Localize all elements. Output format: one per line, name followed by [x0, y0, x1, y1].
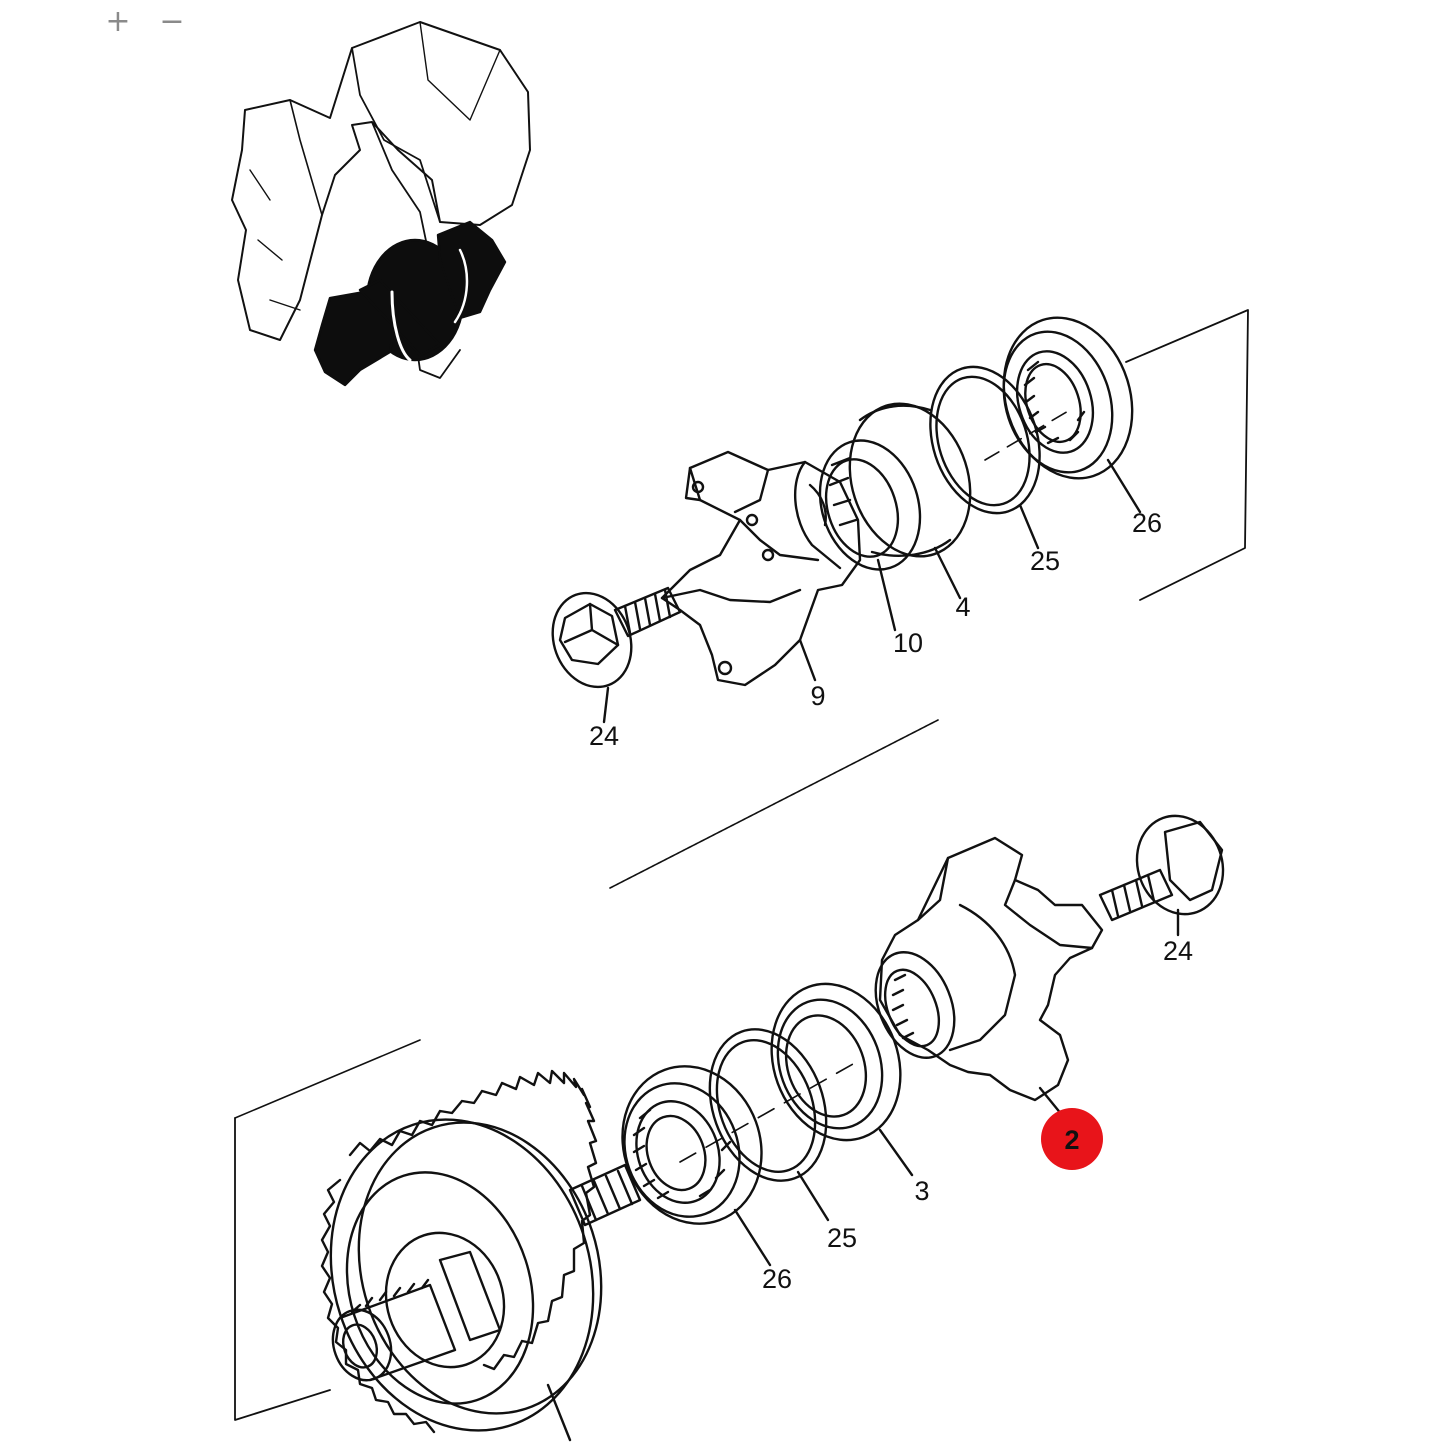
lower-assembly	[234, 814, 1225, 1442]
snap-ring-upper	[929, 365, 1041, 515]
flange-yoke-lower	[874, 836, 1104, 1102]
callout-snap-ring-upper[interactable]: 25	[1030, 546, 1060, 576]
zoom-in-button[interactable]: +	[105, 4, 131, 39]
hotspot-marker[interactable]	[1041, 1108, 1103, 1170]
hotspot-label: 2	[1064, 1125, 1079, 1155]
callout-flange-yoke-upper[interactable]: 9	[810, 681, 825, 711]
bearing-lower	[621, 1065, 763, 1225]
callout-bearing-lower[interactable]: 26	[762, 1264, 792, 1294]
callout-bolt-lower[interactable]: 24	[1163, 936, 1193, 966]
zoom-out-button[interactable]: −	[159, 4, 185, 39]
callout-seal-upper[interactable]: 4	[955, 592, 970, 622]
zoom-controls: + −	[100, 4, 190, 40]
highlighted-shaft-assembly	[313, 220, 507, 387]
bearing-upper	[1002, 316, 1134, 480]
callout-snap-ring-lower[interactable]: 25	[827, 1223, 857, 1253]
callout-flange-yoke-lower-hotspot[interactable]: 2	[1041, 1108, 1103, 1170]
seal-upper	[848, 402, 972, 558]
callout-bearing-upper[interactable]: 26	[1132, 508, 1162, 538]
callout-seal-spacer-upper[interactable]: 10	[893, 628, 923, 658]
upper-assembly	[551, 309, 1249, 889]
seal-lower	[770, 982, 902, 1142]
bolt-upper	[551, 586, 682, 689]
helical-gear	[320, 1069, 603, 1434]
bolt-lower	[1098, 814, 1225, 922]
callout-seal-lower[interactable]: 3	[914, 1176, 929, 1206]
callout-bolt-upper[interactable]: 24	[589, 721, 619, 751]
locator-thumbnail	[231, 21, 531, 387]
snap-ring-lower	[708, 1028, 828, 1182]
flange-yoke-upper	[660, 450, 862, 687]
